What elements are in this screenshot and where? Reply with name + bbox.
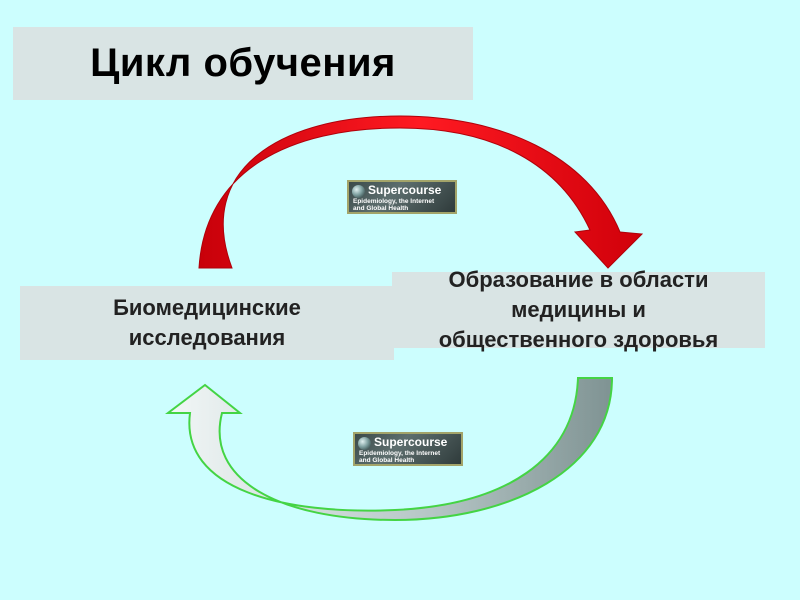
badge-title: Supercourse — [374, 435, 448, 449]
globe-icon — [358, 437, 371, 450]
title-box: Цикл обучения — [13, 27, 473, 100]
badge-subtitle: Epidemiology, the Internet and Global He… — [353, 198, 435, 212]
page-title: Цикл обучения — [90, 41, 396, 85]
node-biomedical-research: Биомедицинские исследования — [20, 286, 394, 360]
supercourse-badge-top: Supercourse Epidemiology, the Internet a… — [347, 180, 457, 214]
supercourse-badge-bottom: Supercourse Epidemiology, the Internet a… — [353, 432, 463, 466]
top-arrow — [198, 115, 644, 269]
bottom-arrow — [165, 377, 614, 522]
globe-icon — [352, 185, 365, 198]
badge-subtitle: Epidemiology, the Internet and Global He… — [359, 450, 441, 464]
node-medical-education: Образование в области медицины и обществ… — [392, 267, 765, 352]
badge-title: Supercourse — [368, 183, 442, 197]
